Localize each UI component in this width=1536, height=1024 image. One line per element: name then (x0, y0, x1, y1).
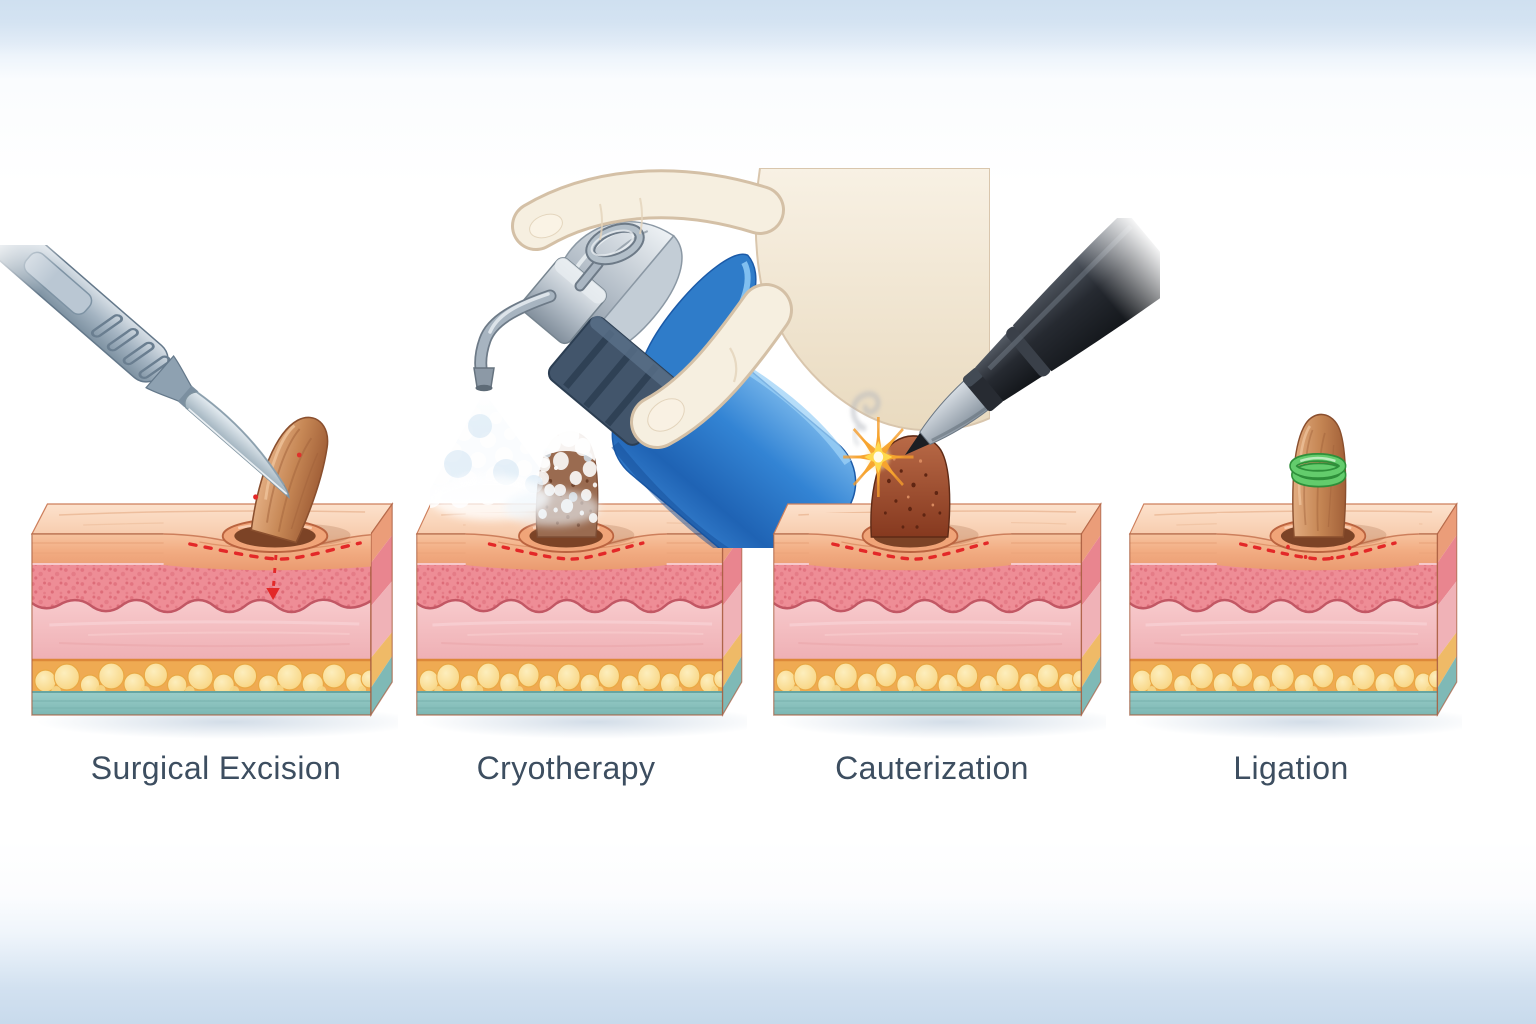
incision-dashed-line (1239, 541, 1397, 561)
panel-label: Ligation (1233, 750, 1349, 786)
block-side-face (1436, 502, 1458, 718)
sprayer-valve (520, 257, 607, 345)
spark-icon (843, 417, 914, 497)
block-side-face (1080, 502, 1102, 718)
cauterized-skin-tag (843, 391, 951, 538)
panel-surgical-excision-block (30, 385, 398, 740)
papillary-dermis-layer (416, 565, 723, 648)
spray-nozzle (473, 289, 557, 392)
papillary-dermis-layer (773, 565, 1082, 648)
panel-ligation-block (1128, 385, 1462, 740)
subcutis-layer (773, 691, 1082, 715)
panel-label: Surgical Excision (90, 750, 342, 786)
block-side-face (721, 502, 743, 718)
smoke-icon (850, 391, 881, 447)
sprayer-dome (553, 221, 683, 357)
ligated-skin-tag (1286, 413, 1352, 560)
panel-label: Cauterization (835, 750, 1029, 786)
subcutis-layer (416, 691, 723, 715)
panel-label: Cryotherapy (476, 750, 656, 786)
subcutis-layer (1129, 691, 1438, 715)
glove-index-finger (511, 169, 785, 251)
incision-dashed-line (831, 541, 989, 561)
fat-layer (31, 658, 371, 697)
papillary-dermis-layer (31, 565, 371, 648)
skin-cross-section (415, 423, 747, 739)
incision-depth-line (271, 554, 278, 592)
panel-cryotherapy-block (415, 385, 747, 740)
fat-layer (773, 658, 1082, 697)
skin-cross-section (1128, 413, 1462, 739)
skin-cross-section (30, 416, 398, 739)
incision-arrow (266, 588, 280, 600)
fat-layer (416, 658, 723, 697)
incision-dashed-line (487, 541, 645, 561)
ligation-band-icon (1289, 453, 1347, 488)
subcutis-layer (31, 691, 371, 715)
fat-layer (1129, 658, 1438, 697)
incision-dashed-line (188, 541, 362, 561)
skin-cross-section (772, 391, 1106, 739)
frozen-skin-tag (535, 423, 599, 538)
papillary-dermis-layer (1129, 565, 1438, 648)
canister-blue-ring (639, 253, 757, 386)
panel-cauterization-block (772, 385, 1106, 740)
block-side-face (370, 502, 393, 718)
pump-loop (585, 222, 645, 266)
